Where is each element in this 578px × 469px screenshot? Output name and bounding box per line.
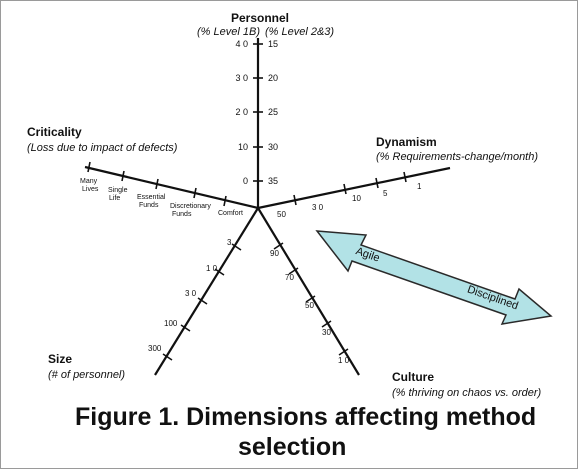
dynamism-tick-marks <box>293 171 407 206</box>
criticality-axis <box>84 165 259 210</box>
personnel-subtitle-right: (% Level 2&3) <box>265 26 334 38</box>
culture-tick-marks <box>273 242 349 356</box>
culture-tick-label: 1 0 <box>338 356 350 365</box>
personnel-title: Personnel <box>231 11 289 25</box>
personnel-right-tick-label: 15 <box>268 39 278 49</box>
caption-line-2: selection <box>238 433 347 461</box>
criticality-tick-marks <box>87 161 227 207</box>
size-tick-label: 1 0 <box>206 264 218 273</box>
personnel-subtitle-left: (% Level 1B) <box>197 26 260 38</box>
personnel-right-tick-label: 20 <box>268 73 278 83</box>
dynamism-subtitle: (% Requirements-change/month) <box>376 151 538 163</box>
double-arrow-icon <box>315 230 553 325</box>
personnel-left-tick-label: 2 0 <box>235 107 248 117</box>
criticality-tick-label: Comfort <box>218 210 243 217</box>
dynamism-tick-label: 5 <box>383 189 388 198</box>
size-tick-label: 300 <box>148 344 162 353</box>
personnel-right-tick-label: 25 <box>268 107 278 117</box>
dynamism-tick-label: 1 <box>417 182 422 191</box>
culture-tick-label: 50 <box>305 301 314 310</box>
culture-title: Culture <box>392 370 434 384</box>
criticality-subtitle: (Loss due to impact of defects) <box>27 142 178 154</box>
size-title: Size <box>48 352 72 366</box>
caption-line-1: Figure 1. Dimensions affecting method <box>75 403 537 431</box>
culture-tick-label: 70 <box>285 273 294 282</box>
personnel-right-tick-label: 30 <box>268 142 278 152</box>
personnel-left-tick-label: 0 <box>243 176 248 186</box>
culture-tick-label: 90 <box>270 249 279 258</box>
personnel-left-tick-label: 3 0 <box>235 73 248 83</box>
dynamism-tick-label: 10 <box>352 194 361 203</box>
personnel-tick-marks <box>253 43 263 182</box>
personnel-right-tick-label: 35 <box>268 176 278 186</box>
size-tick-label: 3 0 <box>185 289 197 298</box>
personnel-left-tick-label: 4 0 <box>235 39 248 49</box>
dynamism-tick-label: 50 <box>277 210 286 219</box>
dynamism-tick-label: 3 0 <box>312 203 324 212</box>
size-subtitle: (# of personnel) <box>48 369 125 381</box>
size-tick-label: 100 <box>164 319 178 328</box>
dynamism-title: Dynamism <box>376 135 437 149</box>
size-axis <box>154 207 259 376</box>
culture-subtitle: (% thriving on chaos vs. order) <box>392 387 542 399</box>
size-tick-marks <box>162 243 242 361</box>
size-tick-label: 3 <box>227 238 232 247</box>
dynamism-axis <box>257 166 451 210</box>
culture-tick-label: 30 <box>322 328 331 337</box>
culture-axis <box>257 207 360 376</box>
criticality-title: Criticality <box>27 125 82 139</box>
personnel-left-tick-label: 10 <box>238 142 248 152</box>
